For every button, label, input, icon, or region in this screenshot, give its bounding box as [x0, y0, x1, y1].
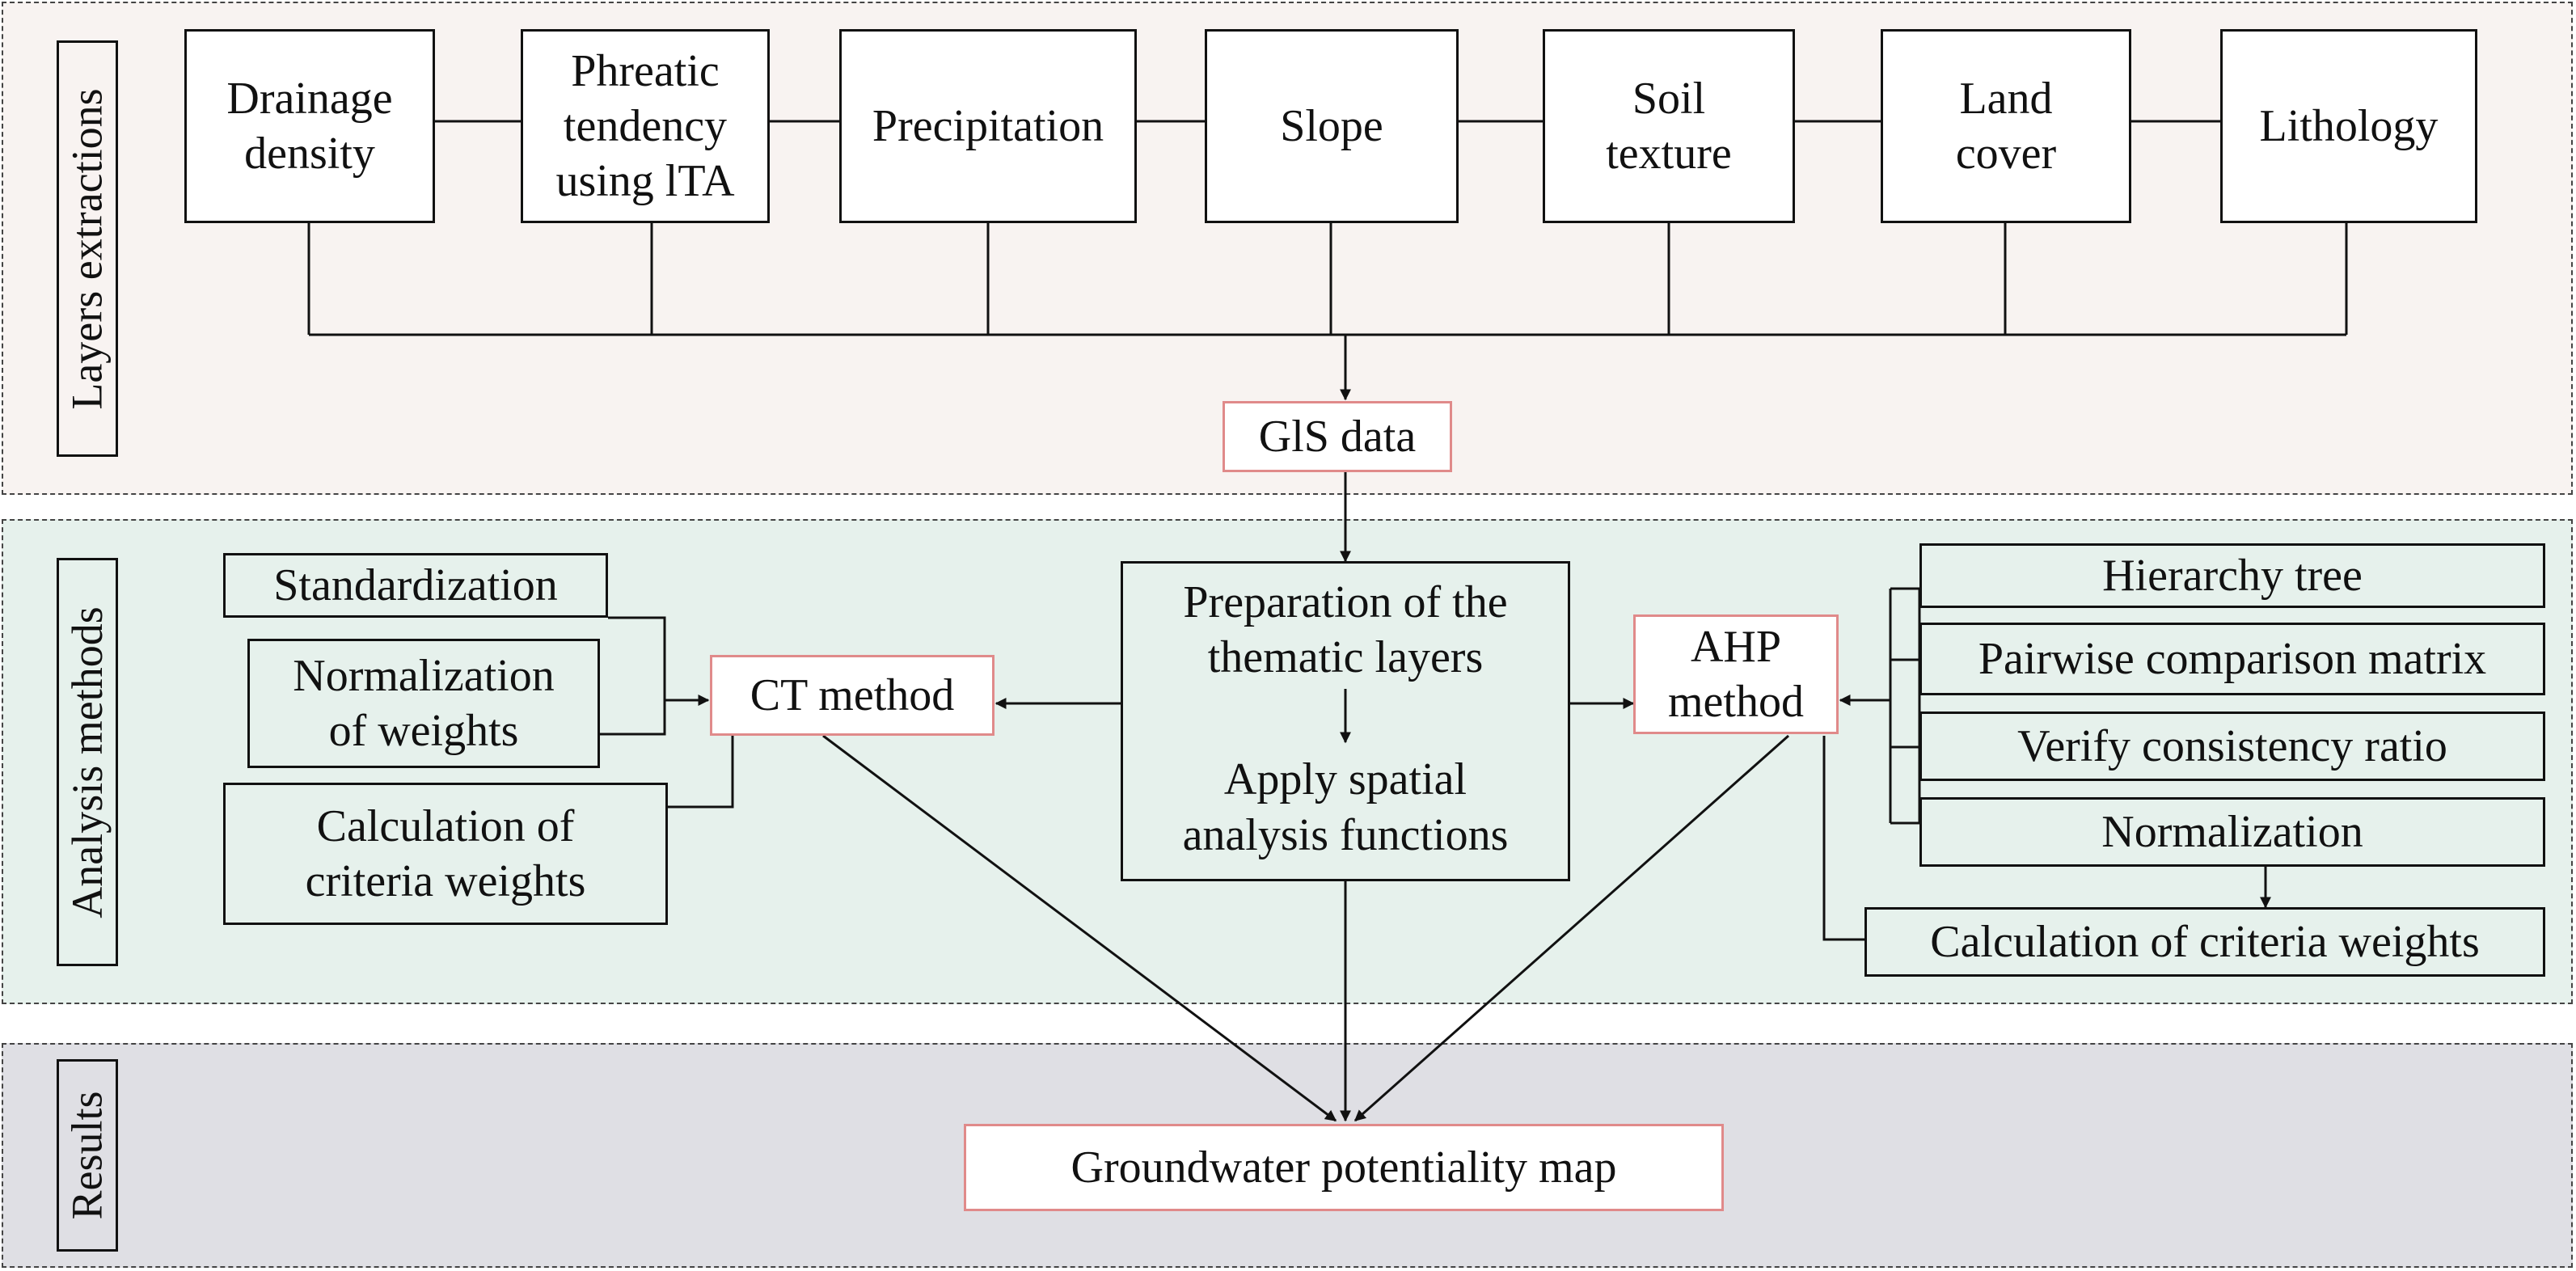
gis-data-box: GlS data — [1223, 401, 1452, 472]
ahp-criteria-weights: Calculation of criteria weights — [1864, 907, 2545, 977]
layer-slope: Slope — [1205, 29, 1459, 223]
layer-phreatic-tendency: Phreatic tendency using lTA — [521, 29, 770, 223]
ahp-step-consistency-ratio: Verify consistency ratio — [1919, 712, 2545, 781]
layer-lithology: Lithology — [2220, 29, 2477, 223]
layer-precipitation: Precipitation — [839, 29, 1137, 223]
groundwater-potentiality-map-box: Groundwater potentiality map — [964, 1124, 1724, 1211]
ahp-step-hierarchy-tree: Hierarchy tree — [1919, 543, 2545, 608]
layer-drainage-density: Drainage density — [184, 29, 435, 223]
ct-method-box: CT method — [710, 655, 995, 736]
ct-step-standardization: Standardization — [223, 553, 608, 618]
layers-extractions-label: Layers extractions — [57, 40, 118, 457]
central-processing-box: Preparation of the thematic layers Apply… — [1121, 561, 1570, 881]
results-label: Results — [57, 1059, 118, 1252]
ahp-method-box: AHP method — [1633, 614, 1839, 734]
analysis-methods-label: Analysis methods — [57, 558, 118, 966]
ahp-step-pairwise-matrix: Pairwise comparison matrix — [1919, 623, 2545, 695]
ct-step-criteria-weights: Calculation of criteria weights — [223, 783, 668, 925]
apply-functions-text: Apply spatial analysis functions — [1182, 754, 1509, 860]
preparation-text: Preparation of the thematic layers — [1183, 577, 1508, 683]
ct-step-normalization-weights: Normalization of weights — [247, 639, 600, 768]
ahp-step-normalization: Normalization — [1919, 797, 2545, 867]
layer-soil-texture: Soil texture — [1543, 29, 1795, 223]
layer-land-cover: Land cover — [1881, 29, 2131, 223]
